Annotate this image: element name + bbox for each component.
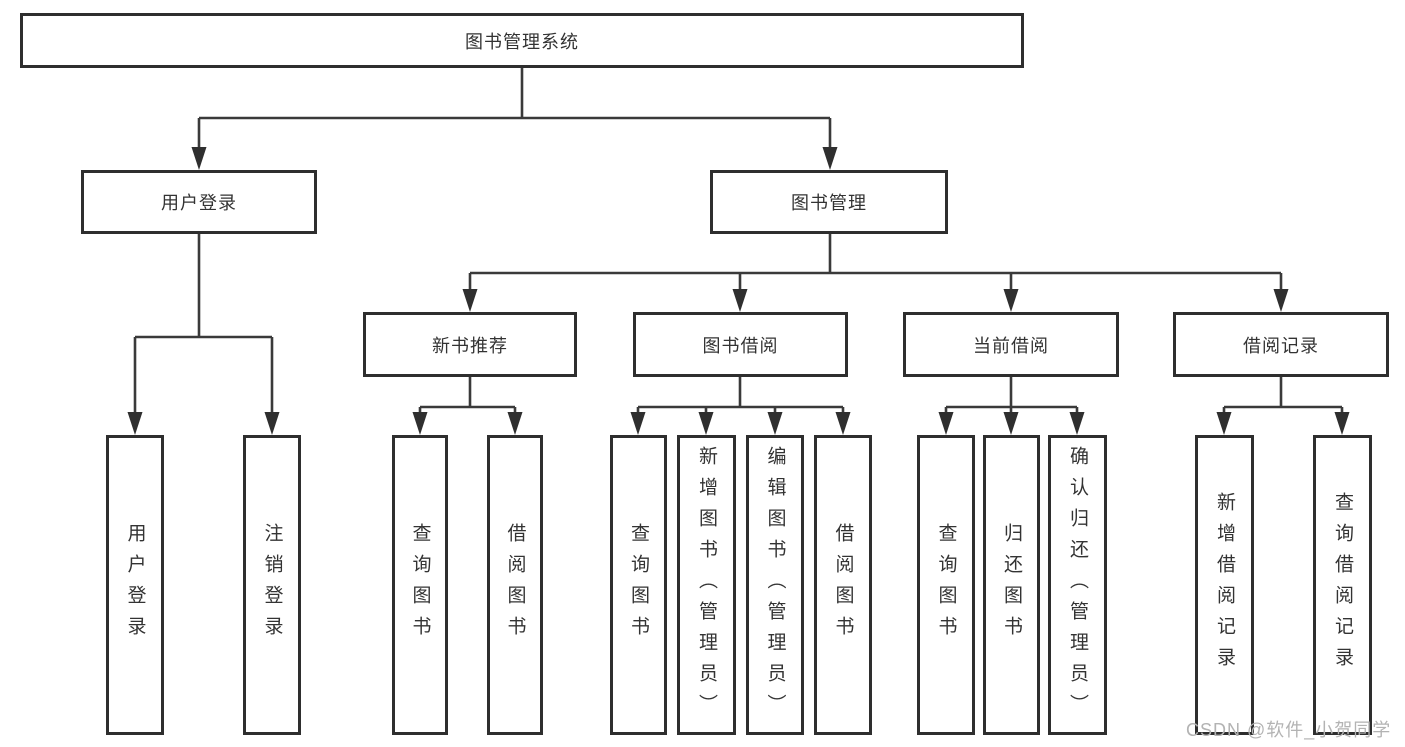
arrowhead-icon <box>507 412 523 435</box>
arrowhead-icon <box>822 147 838 170</box>
leaf-query-borrow-record: 查询借阅记录 <box>1313 435 1372 735</box>
leaf-borrow-books-1: 借阅图书 <box>487 435 543 735</box>
leaf-query-books-2: 查询图书 <box>610 435 667 735</box>
leaf-user-login-label: 用户登录 <box>124 523 146 647</box>
arrowhead-icon <box>938 412 954 435</box>
leaf-logout-label: 注销登录 <box>261 523 283 647</box>
leaf-add-borrow-record-label: 新增借阅记录 <box>1214 492 1235 678</box>
watermark: CSDN @软件_小贺同学 <box>1186 720 1392 740</box>
arrowhead-icon <box>412 412 428 435</box>
arrowhead-icon <box>264 412 280 435</box>
leaf-return-books: 归还图书 <box>983 435 1040 735</box>
leaf-edit-book-admin: 编辑图书（管理员） <box>746 435 804 735</box>
arrowhead-icon <box>1003 289 1019 312</box>
leaf-add-book-admin-label: 新增图书（管理员） <box>696 445 717 725</box>
leaf-edit-book-admin-label: 编辑图书（管理员） <box>764 445 786 725</box>
node-root: 图书管理系统 <box>20 13 1024 68</box>
leaf-add-borrow-record: 新增借阅记录 <box>1195 435 1254 735</box>
node-book-management-label: 图书管理 <box>791 193 867 213</box>
leaf-query-books-1-label: 查询图书 <box>409 523 431 647</box>
arrowhead-icon <box>1069 412 1085 435</box>
node-current-borrow: 当前借阅 <box>903 312 1119 377</box>
node-book-borrow-label: 图书借阅 <box>702 335 779 356</box>
node-book-borrow: 图书借阅 <box>633 312 848 377</box>
leaf-confirm-return-admin-label: 确认归还（管理员） <box>1067 445 1088 725</box>
leaf-return-books-label: 归还图书 <box>1001 523 1022 647</box>
node-new-book-recommend-label: 新书推荐 <box>432 335 508 356</box>
node-user-login: 用户登录 <box>81 170 317 234</box>
leaf-user-login: 用户登录 <box>106 435 164 735</box>
node-user-login-label: 用户登录 <box>161 193 237 213</box>
leaf-query-books-3: 查询图书 <box>917 435 975 735</box>
leaf-confirm-return-admin: 确认归还（管理员） <box>1048 435 1107 735</box>
arrowheads <box>127 147 1350 435</box>
arrowhead-icon <box>462 289 478 312</box>
arrowhead-icon <box>630 412 646 435</box>
arrowhead-icon <box>732 289 748 312</box>
arrowhead-icon <box>191 147 207 170</box>
arrowhead-icon <box>1334 412 1350 435</box>
arrowhead-icon <box>1216 412 1232 435</box>
node-borrow-records-label: 借阅记录 <box>1243 335 1319 356</box>
node-root-label: 图书管理系统 <box>465 31 579 52</box>
leaf-borrow-books-2: 借阅图书 <box>814 435 872 735</box>
arrowhead-icon <box>835 412 851 435</box>
arrowhead-icon <box>767 412 783 435</box>
node-new-book-recommend: 新书推荐 <box>363 312 577 377</box>
arrowhead-icon <box>1003 412 1019 435</box>
leaf-query-books-1: 查询图书 <box>392 435 448 735</box>
arrowhead-icon <box>698 412 714 435</box>
leaf-query-books-3-label: 查询图书 <box>935 523 957 647</box>
node-book-management: 图书管理 <box>710 170 948 234</box>
leaf-borrow-books-2-label: 借阅图书 <box>832 523 854 647</box>
leaf-logout: 注销登录 <box>243 435 301 735</box>
leaf-add-book-admin: 新增图书（管理员） <box>677 435 736 735</box>
leaf-query-borrow-record-label: 查询借阅记录 <box>1332 492 1353 678</box>
leaf-query-books-2-label: 查询图书 <box>628 523 649 647</box>
node-current-borrow-label: 当前借阅 <box>973 335 1049 356</box>
arrowhead-icon <box>127 412 143 435</box>
node-borrow-records: 借阅记录 <box>1173 312 1389 377</box>
arrowhead-icon <box>1273 289 1289 312</box>
leaf-borrow-books-1-label: 借阅图书 <box>504 523 526 647</box>
